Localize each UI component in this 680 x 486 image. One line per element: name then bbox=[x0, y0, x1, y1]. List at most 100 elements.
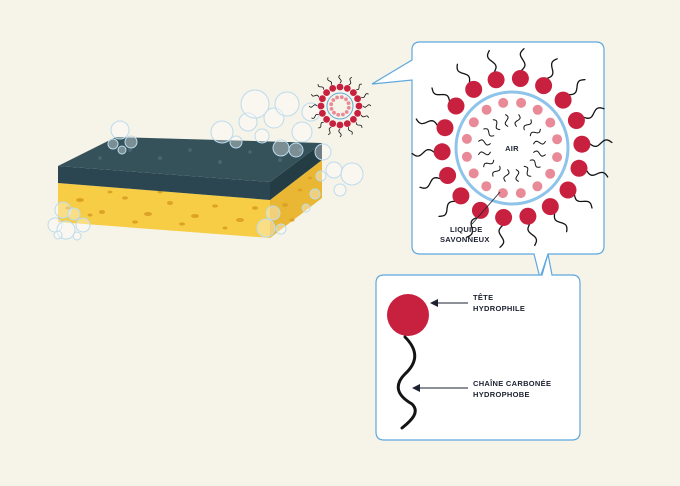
mini-head bbox=[329, 120, 337, 127]
mini-head bbox=[354, 109, 361, 117]
mini-inner-head bbox=[339, 95, 344, 100]
mini-inner-head bbox=[344, 110, 349, 114]
outer-tail bbox=[456, 63, 471, 84]
outer-tail bbox=[411, 148, 435, 157]
outer-tail bbox=[415, 118, 439, 127]
mini-tail bbox=[318, 121, 324, 129]
sponge bbox=[58, 137, 322, 238]
inner-tail bbox=[492, 119, 501, 131]
inner-tail bbox=[515, 169, 520, 182]
inner-tail bbox=[483, 159, 495, 168]
mini-head bbox=[343, 120, 351, 127]
outer-head bbox=[452, 187, 470, 205]
mini-inner-head bbox=[329, 107, 334, 111]
mini-tail bbox=[338, 128, 342, 138]
inner-head bbox=[481, 181, 492, 192]
outer-head bbox=[559, 181, 577, 199]
outer-head bbox=[541, 198, 559, 216]
outer-tail bbox=[589, 139, 613, 148]
liquid-label-line1: LIQUIDE bbox=[450, 225, 483, 234]
mini-tail bbox=[311, 114, 319, 119]
inner-tail bbox=[503, 169, 510, 182]
inner-head bbox=[515, 188, 526, 199]
mini-head bbox=[354, 95, 361, 103]
outer-head bbox=[471, 201, 489, 219]
outer-tail bbox=[466, 216, 478, 238]
inner-surfactant-layer bbox=[461, 97, 563, 199]
inner-head bbox=[532, 104, 543, 115]
outer-head bbox=[554, 91, 572, 109]
tail-label-line2: HYDROPHOBE bbox=[473, 390, 530, 399]
inner-tail bbox=[478, 139, 491, 146]
outer-head bbox=[535, 77, 553, 95]
mini-head bbox=[355, 102, 363, 110]
outer-head bbox=[433, 143, 451, 161]
tail-arrow bbox=[412, 384, 468, 392]
outer-head bbox=[567, 112, 585, 129]
outer-head bbox=[447, 97, 465, 115]
outer-tail bbox=[519, 48, 526, 72]
inner-tail bbox=[529, 128, 541, 137]
inner-head bbox=[461, 133, 472, 144]
molecule-callout-panel bbox=[375, 253, 581, 441]
mini-inner-head bbox=[346, 105, 351, 110]
mini-micelle bbox=[308, 74, 372, 138]
inner-tail bbox=[504, 114, 509, 127]
inner-head bbox=[468, 117, 479, 128]
outer-tail bbox=[585, 169, 609, 178]
inner-head bbox=[552, 134, 563, 145]
inner-tail bbox=[478, 151, 491, 156]
mini-inner-head bbox=[346, 101, 351, 105]
outer-tail bbox=[498, 224, 505, 248]
mini-tail bbox=[348, 127, 353, 135]
outer-tail bbox=[553, 212, 568, 233]
mini-tail bbox=[356, 83, 362, 91]
outer-tail bbox=[438, 200, 456, 218]
outer-head bbox=[570, 159, 588, 177]
outer-head bbox=[573, 135, 591, 153]
mini-head bbox=[350, 89, 357, 96]
hydrophilic-head bbox=[387, 294, 429, 336]
mini-tail bbox=[362, 104, 372, 108]
inner-tail bbox=[533, 150, 546, 157]
surfactant-molecule bbox=[387, 294, 429, 430]
mini-head bbox=[343, 85, 351, 92]
outer-tail bbox=[419, 177, 441, 189]
head-arrow bbox=[430, 299, 468, 307]
outer-tail bbox=[568, 78, 586, 96]
mini-tail bbox=[361, 93, 369, 98]
sponge-side-right bbox=[270, 160, 322, 238]
outer-tail bbox=[431, 87, 451, 102]
inner-tail bbox=[492, 165, 501, 177]
inner-tail bbox=[483, 128, 495, 137]
bubble-callout-panel bbox=[371, 41, 605, 281]
mini-tail bbox=[355, 122, 363, 128]
inner-tail bbox=[514, 114, 521, 127]
air-label: AIR bbox=[505, 144, 519, 153]
mini-tail bbox=[308, 104, 318, 108]
head-label-line1: TÊTE bbox=[473, 293, 493, 302]
inner-head bbox=[468, 168, 479, 179]
outer-head bbox=[519, 207, 537, 225]
inner-head bbox=[497, 188, 508, 199]
outer-surfactant-layer bbox=[411, 48, 613, 248]
inner-head bbox=[516, 97, 527, 108]
inner-tail bbox=[523, 165, 532, 177]
mini-inner-head bbox=[331, 98, 336, 102]
mini-head bbox=[336, 83, 344, 91]
sponge-scrub-top bbox=[58, 137, 322, 182]
sponge-side-front bbox=[58, 183, 270, 238]
outer-head bbox=[487, 71, 505, 89]
head-label-line2: HYDROPHILE bbox=[473, 304, 525, 313]
outer-head bbox=[436, 119, 454, 137]
liquid-label-line2: SAVONNEUX bbox=[440, 235, 490, 244]
liquid-pointer-line bbox=[471, 191, 501, 225]
mini-head bbox=[319, 109, 326, 117]
mini-tail bbox=[317, 84, 325, 90]
outer-tail bbox=[573, 194, 593, 209]
sponge-scrub-front bbox=[58, 166, 270, 200]
sponge-scrub-right bbox=[270, 143, 322, 200]
outer-head bbox=[439, 167, 457, 184]
